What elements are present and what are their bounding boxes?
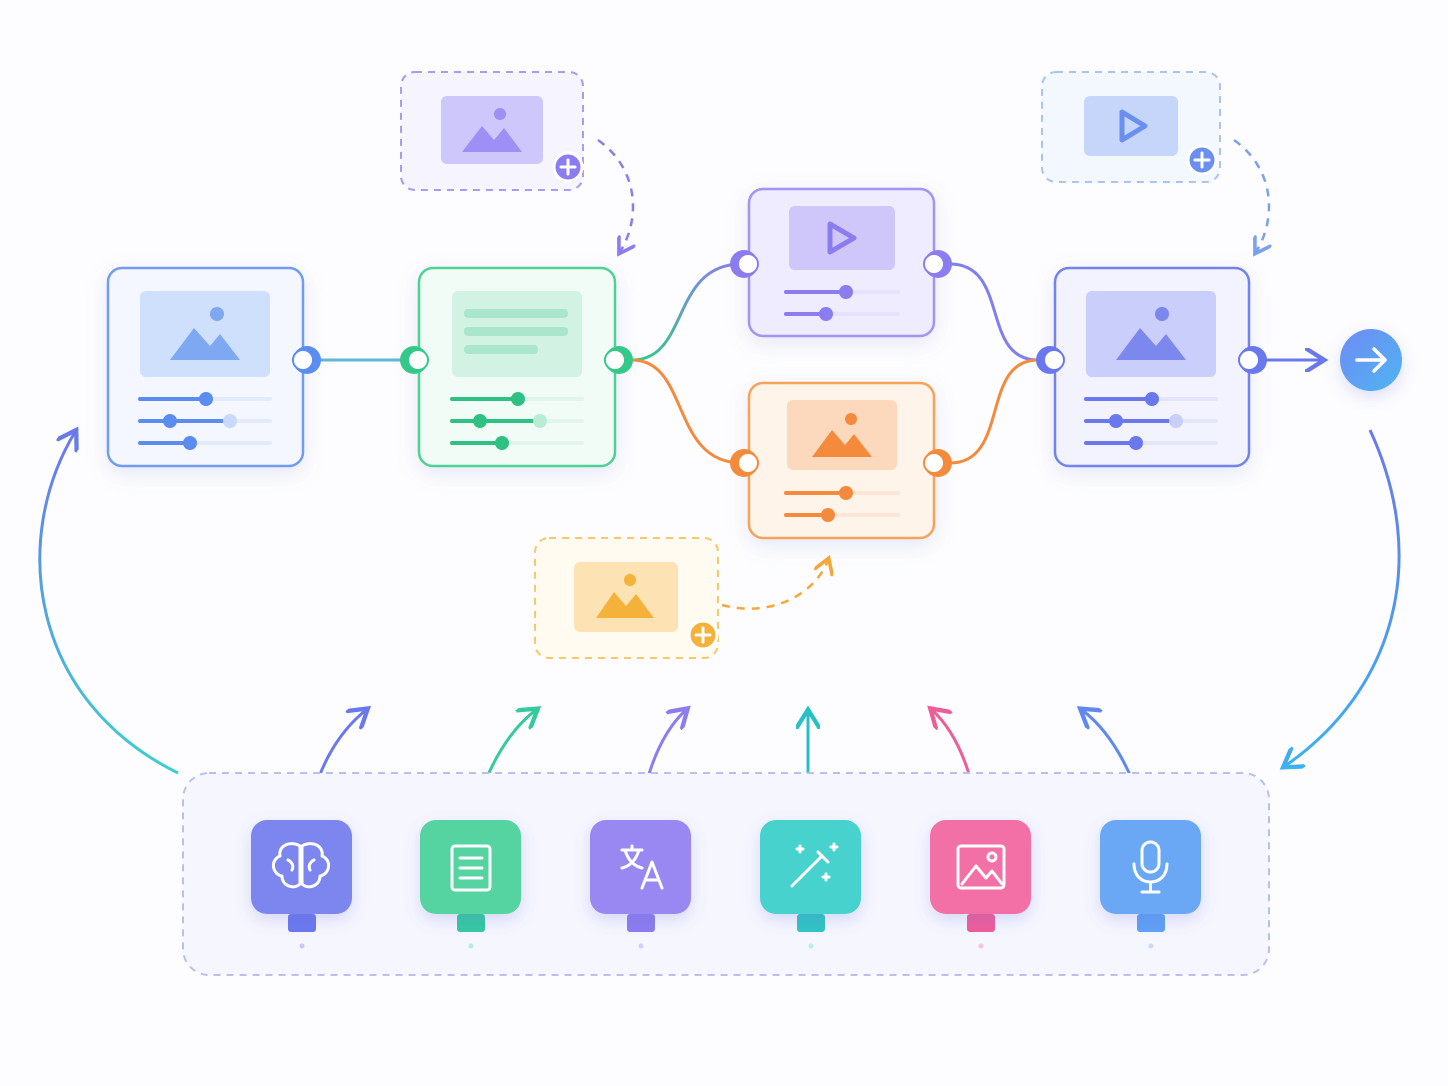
document-icon	[450, 844, 492, 892]
edge-text-to-image-edit	[631, 358, 743, 465]
parameter-sliders[interactable]	[784, 285, 900, 321]
brain-icon	[272, 842, 330, 889]
input-port[interactable]	[730, 449, 759, 477]
image-icon	[956, 844, 1006, 890]
tool-palette	[182, 772, 1270, 976]
add-circle-icon[interactable]	[1186, 144, 1218, 176]
edge-add-video-top	[1233, 138, 1269, 252]
mountain-image-icon	[812, 413, 872, 457]
mountain-image-icon	[170, 307, 240, 360]
add-circle-icon[interactable]	[687, 619, 719, 651]
magic-wand-tool[interactable]	[760, 820, 861, 949]
play-icon	[1119, 109, 1148, 143]
add-image-top-card[interactable]	[400, 71, 584, 191]
add-circle-icon[interactable]	[552, 151, 584, 183]
parameter-sliders[interactable]	[138, 392, 272, 450]
arrow-right-icon	[1355, 347, 1387, 373]
parameter-sliders[interactable]	[1084, 392, 1218, 450]
output-port[interactable]	[604, 346, 633, 374]
play-icon	[827, 221, 857, 255]
image-tool[interactable]	[930, 820, 1031, 949]
edge-add-image-top	[597, 138, 633, 252]
translate-tool[interactable]	[590, 820, 691, 949]
input-port[interactable]	[1036, 346, 1065, 374]
edge-text-to-video	[631, 262, 743, 362]
add-video-top-card[interactable]	[1041, 71, 1221, 183]
parameter-sliders[interactable]	[450, 392, 584, 450]
microphone-tool[interactable]	[1100, 820, 1201, 949]
add-image-bottom-card[interactable]	[534, 537, 719, 659]
output-port[interactable]	[1238, 346, 1267, 374]
mountain-image-icon	[1116, 307, 1186, 360]
ai-brain-tool[interactable]	[251, 820, 352, 949]
output-port[interactable]	[923, 449, 952, 477]
mountain-image-icon	[462, 108, 522, 152]
loop-output-to-toolbar	[1285, 429, 1401, 766]
parameter-sliders[interactable]	[784, 486, 900, 522]
microphone-icon	[1132, 840, 1169, 894]
connections	[38, 138, 1401, 819]
input-port[interactable]	[730, 250, 759, 278]
translate-icon	[620, 844, 664, 890]
pipeline-nodes	[106, 187, 1402, 540]
magic-wand-icon	[790, 842, 839, 888]
output-port[interactable]	[292, 346, 321, 374]
text-lines-icon	[464, 309, 568, 354]
input-port[interactable]	[400, 346, 429, 374]
pending-inputs	[400, 71, 1221, 659]
edge-video-to-output	[949, 262, 1039, 362]
document-tool[interactable]	[420, 820, 521, 949]
loop-toolbar-to-input	[38, 432, 179, 775]
output-port[interactable]	[923, 250, 952, 278]
mountain-image-icon	[596, 574, 654, 618]
edge-add-image-bottom	[721, 560, 828, 610]
edge-image-edit-to-output	[949, 358, 1039, 465]
